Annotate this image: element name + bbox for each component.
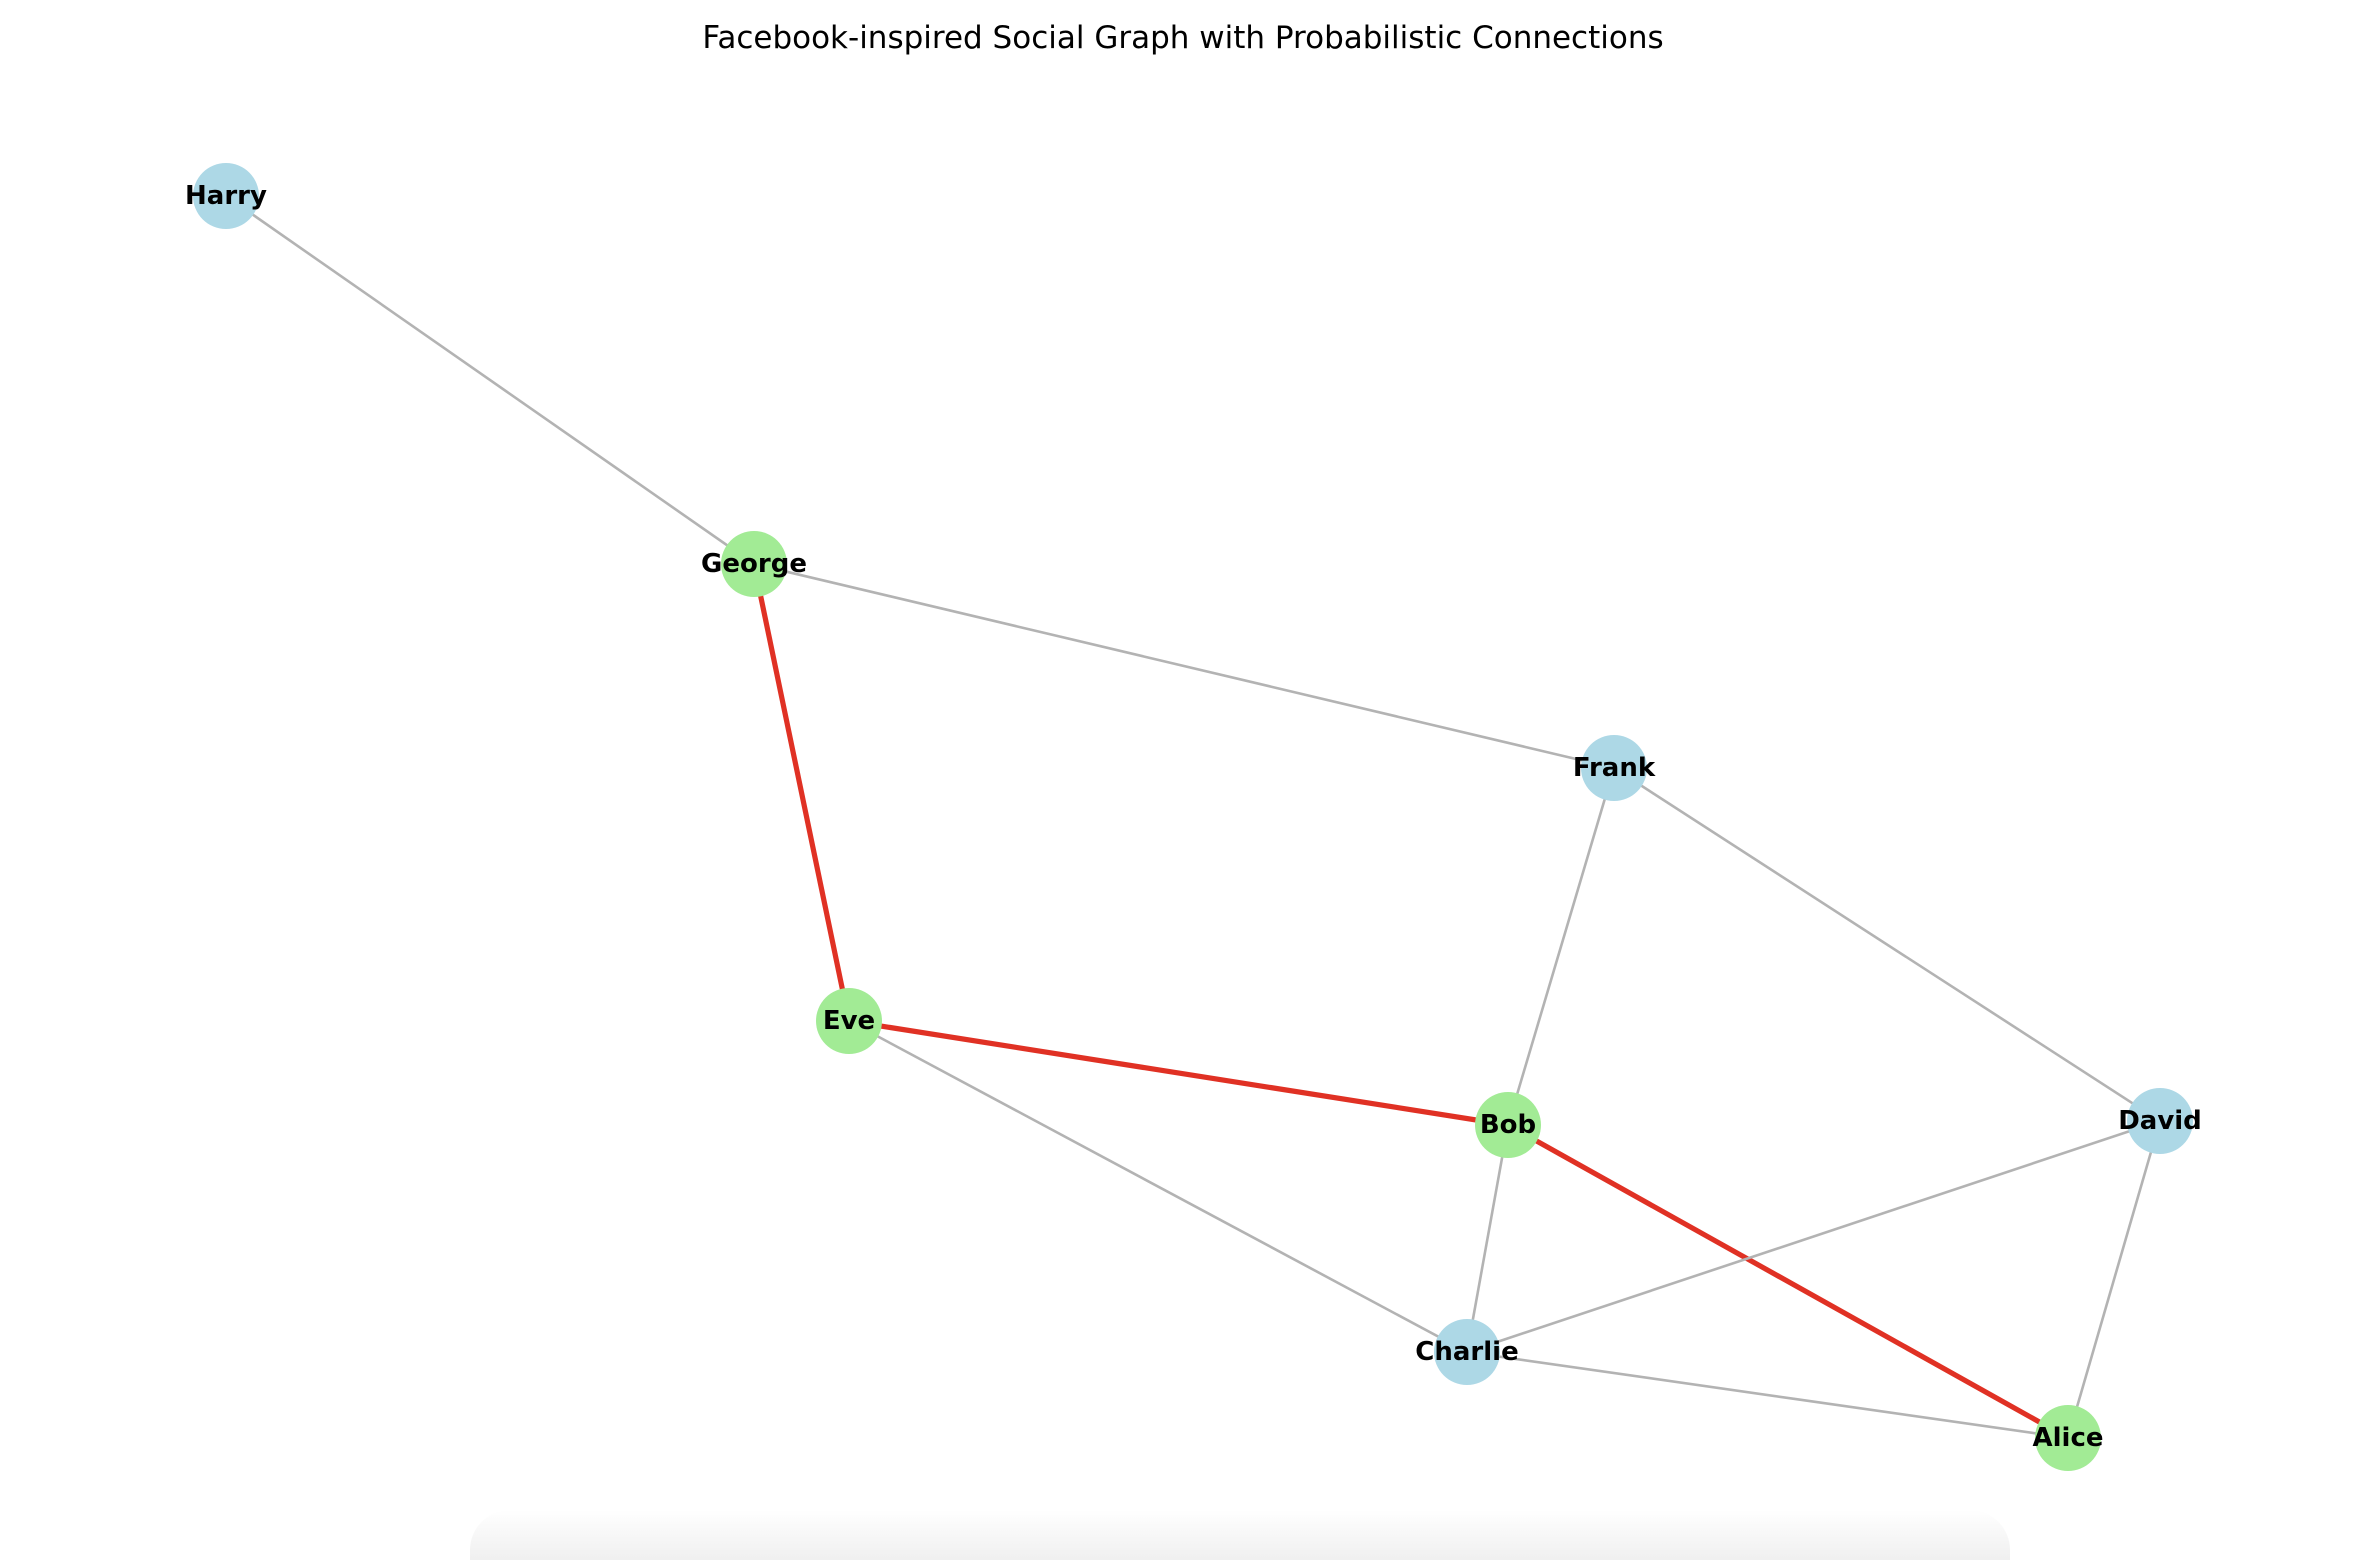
node-label-bob: Bob xyxy=(1480,1110,1536,1140)
edge-bob-charlie xyxy=(1465,1124,1510,1353)
edge-charlie-alice xyxy=(1466,1350,2069,1440)
node-label-charlie: Charlie xyxy=(1415,1337,1518,1367)
edge-eve-charlie xyxy=(848,1019,1468,1354)
node-circle-charlie xyxy=(1434,1319,1500,1385)
bottom-shadow xyxy=(470,1510,2010,1560)
figure-title: Facebook-inspired Social Graph with Prob… xyxy=(702,20,1663,56)
edge-frank-bob xyxy=(1506,767,1616,1126)
edge-david-charlie xyxy=(1466,1119,2161,1354)
node-label-frank: Frank xyxy=(1573,753,1656,783)
node-harry: Harry xyxy=(185,163,267,229)
edge-harry-george xyxy=(225,194,755,566)
node-label-eve: Eve xyxy=(823,1006,875,1036)
node-circle-george xyxy=(721,531,787,597)
node-label-harry: Harry xyxy=(185,181,267,211)
node-circle-bob xyxy=(1475,1092,1541,1158)
node-label-alice: Alice xyxy=(2033,1423,2104,1453)
edge-frank-david xyxy=(1613,766,2161,1123)
node-circle-harry xyxy=(193,163,259,229)
edge-george-frank xyxy=(753,562,1615,770)
edge-david-alice xyxy=(2066,1120,2162,1439)
node-circle-alice xyxy=(2035,1405,2101,1471)
edges-layer xyxy=(225,194,2162,1441)
node-circle-david xyxy=(2127,1088,2193,1154)
node-david: David xyxy=(2118,1088,2202,1154)
node-charlie: Charlie xyxy=(1415,1319,1519,1385)
node-circle-frank xyxy=(1581,735,1647,801)
node-label-george: George xyxy=(701,549,807,579)
node-bob: Bob xyxy=(1475,1092,1541,1158)
edge-george-eve xyxy=(751,563,852,1022)
node-frank: Frank xyxy=(1573,735,1656,801)
node-label-david: David xyxy=(2118,1106,2202,1136)
node-george: George xyxy=(701,531,807,597)
edge-bob-alice xyxy=(1506,1122,2070,1441)
node-circle-eve xyxy=(816,988,882,1054)
node-alice: Alice xyxy=(2033,1405,2104,1471)
edge-eve-bob xyxy=(848,1018,1509,1128)
node-eve: Eve xyxy=(816,988,882,1054)
